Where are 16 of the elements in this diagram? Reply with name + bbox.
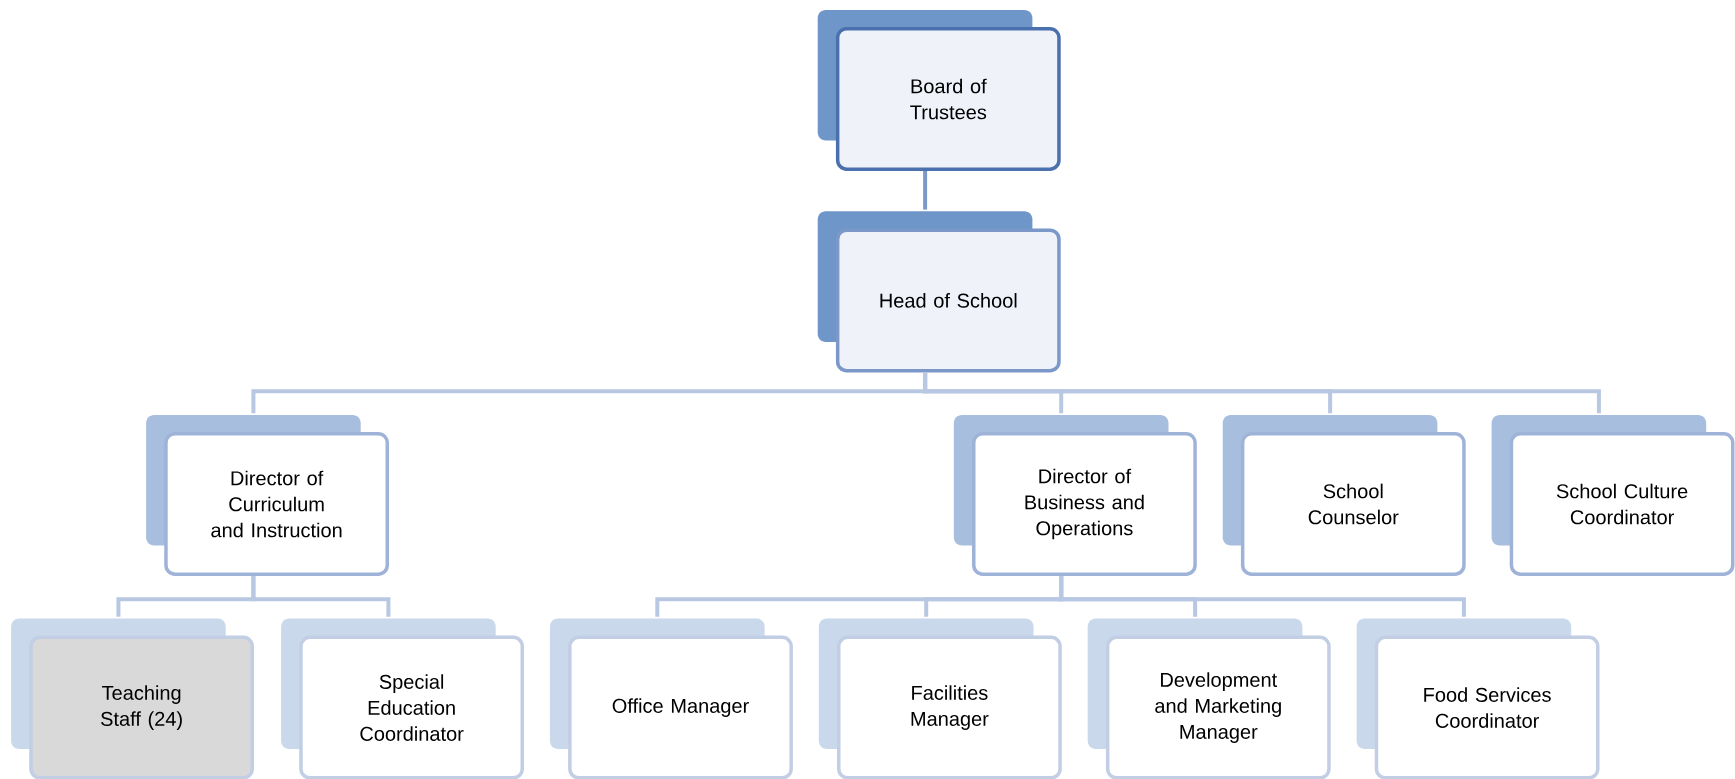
org-box: Head of School xyxy=(817,211,1061,373)
connector-line xyxy=(251,576,391,617)
org-box: Director of Curriculum and Instruction xyxy=(146,414,389,576)
connector-line xyxy=(923,171,928,210)
org-box: Director of Business and Operations xyxy=(953,414,1197,576)
org-box: School Culture Coordinator xyxy=(1491,414,1735,576)
org-box: Teaching Staff (24) xyxy=(11,618,254,779)
org-box: Development and Marketing Manager xyxy=(1087,618,1331,779)
org-box: Board of Trustees xyxy=(817,10,1061,171)
org-box: Food Services Coordinator xyxy=(1356,618,1600,779)
org-box: School Counselor xyxy=(1222,414,1466,576)
connector-line xyxy=(1059,576,1466,617)
org-box: Special Education Coordinator xyxy=(281,618,524,779)
org-box: Office Manager xyxy=(549,618,793,779)
org-box: Facilities Manager xyxy=(818,618,1062,779)
connector-line xyxy=(923,372,1601,414)
